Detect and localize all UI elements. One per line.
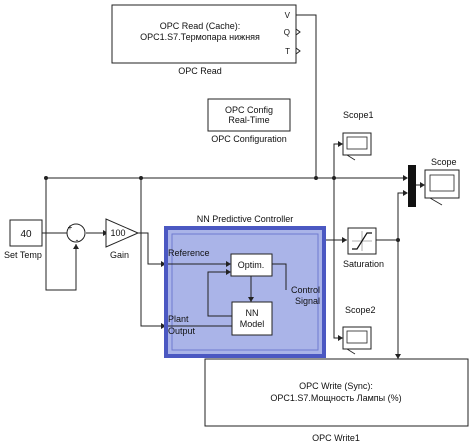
nn-wire-model-loop xyxy=(207,271,232,317)
nn-model-line2: Model xyxy=(240,319,265,329)
sum-block[interactable]: + - xyxy=(66,223,86,245)
nn-model-subblock: NN Model xyxy=(231,301,273,336)
opc-write-block[interactable]: OPC Write (Sync): OPC1.S7.Мощность Лампы… xyxy=(204,358,469,427)
scope2-caption: Scope2 xyxy=(345,305,376,315)
arrow-nn-plant xyxy=(161,323,166,329)
wire-feedback-to-plant xyxy=(140,178,166,327)
nn-arrow-model-in xyxy=(248,297,254,302)
set-temp-constant-block[interactable]: 40 xyxy=(9,219,43,247)
nn-control-label-2: Signal xyxy=(295,296,320,306)
opc-read-port-t-chevron xyxy=(295,47,301,55)
scope2-screen xyxy=(346,330,368,344)
opc-read-port-q-chevron xyxy=(295,28,301,36)
arrow-scope-in xyxy=(420,182,425,188)
wire-saturation-out xyxy=(376,192,406,241)
opc-config-block[interactable]: OPC Config Real-Time xyxy=(207,98,291,132)
opc-config-line1: OPC Config xyxy=(225,105,273,115)
scope2-block[interactable] xyxy=(342,326,372,355)
wire-junctions xyxy=(44,176,400,242)
opc-write-caption: OPC Write1 xyxy=(312,433,360,443)
nn-predictive-controller-block[interactable]: Reference Plant Output Control Signal Op… xyxy=(164,226,326,358)
opc-read-port-t: T xyxy=(285,47,290,56)
junction-saturation-out xyxy=(396,238,400,242)
opc-config-caption: OPC Configuration xyxy=(211,134,287,144)
wire-feedback-to-sum xyxy=(45,178,77,291)
saturation-block[interactable] xyxy=(347,227,377,255)
scope-caption: Scope xyxy=(431,157,457,167)
scope2-stand xyxy=(346,348,356,355)
nn-model-line1: NN xyxy=(246,308,259,318)
mux-bar[interactable] xyxy=(408,165,416,207)
arrow-mux-in-2 xyxy=(403,190,408,196)
gain-block[interactable]: 100 xyxy=(105,218,140,248)
junction-bus-scopes xyxy=(332,176,336,180)
nn-arrow-optim-loop xyxy=(226,269,231,275)
arrow-write-in xyxy=(395,354,401,359)
gain-value: 100 xyxy=(110,228,125,238)
opc-read-caption: OPC Read xyxy=(178,66,222,76)
set-temp-caption: Set Temp xyxy=(4,250,42,260)
junction-bus-read xyxy=(314,176,318,180)
wire-gain-to-nn xyxy=(138,232,166,265)
nn-controller-inner-frame xyxy=(171,233,319,351)
wire-bus-to-scope1 xyxy=(333,143,343,178)
opc-read-item: OPC1.S7.Термопара нижняя xyxy=(140,32,260,42)
wire-opc-read-to-bus xyxy=(296,14,317,178)
scope1-screen xyxy=(346,136,368,150)
opc-write-title: OPC Write (Sync): xyxy=(299,381,373,391)
opc-read-port-q: Q xyxy=(284,28,290,37)
scope1-stand xyxy=(346,154,356,161)
arrow-scope2-in xyxy=(338,335,343,341)
nn-arrow-optim-ref xyxy=(226,261,231,267)
nn-optim-label: Optim. xyxy=(238,260,265,270)
junction-bus-left xyxy=(44,176,48,180)
nn-optim-subblock: Optim. xyxy=(230,253,273,277)
sum-plus-sign: + xyxy=(68,223,73,232)
nn-reference-label: Reference xyxy=(168,248,210,258)
scope-block[interactable] xyxy=(424,169,460,206)
saturation-caption: Saturation xyxy=(343,259,384,269)
scope1-caption: Scope1 xyxy=(343,110,374,120)
nn-plant-label: Plant xyxy=(168,314,189,324)
wire-bus-to-scope2 xyxy=(333,178,343,339)
nn-control-label-1: Control xyxy=(291,285,320,295)
arrow-nn-reference xyxy=(161,261,166,267)
scope1-block[interactable] xyxy=(342,132,372,161)
opc-read-block[interactable]: OPC Read (Cache): OPC1.S7.Термопара нижн… xyxy=(111,4,301,64)
saturation-curve xyxy=(352,232,372,250)
opc-read-port-v: V xyxy=(285,11,291,20)
opc-config-line2: Real-Time xyxy=(228,115,269,125)
arrow-saturation-in xyxy=(342,237,347,243)
nn-controller-caption: NN Predictive Controller xyxy=(197,214,294,224)
scope-screen xyxy=(429,174,455,192)
opc-write-item: OPC1.S7.Мощность Лампы (%) xyxy=(270,393,401,403)
arrow-scope1-in xyxy=(338,141,343,147)
arrow-mux-in-1 xyxy=(403,175,408,181)
scope-stand xyxy=(429,197,443,206)
nn-wire-optim-to-signal xyxy=(272,263,287,290)
sum-minus-sign: - xyxy=(76,235,79,245)
arrow-sum-minus xyxy=(73,244,79,249)
junction-bus-plant xyxy=(139,176,143,180)
set-temp-value: 40 xyxy=(20,229,32,240)
opc-read-title: OPC Read (Cache): xyxy=(160,21,241,31)
nn-output-label: Output xyxy=(168,326,196,336)
gain-caption: Gain xyxy=(110,250,129,260)
